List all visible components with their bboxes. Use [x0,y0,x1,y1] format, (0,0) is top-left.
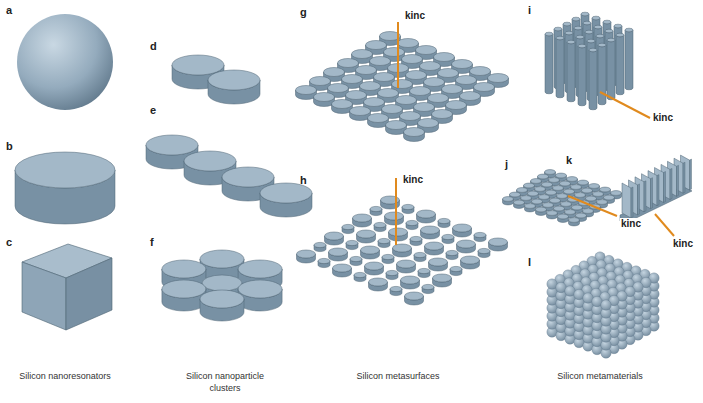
disk [589,48,597,110]
wavevector-label: kinc [620,218,642,229]
panel-letter: f [150,236,154,248]
disk [616,33,624,95]
disk [450,266,462,275]
disk [297,250,316,263]
panel-letter: a [6,4,12,16]
disk [260,183,312,217]
incident-wavevector [396,22,674,245]
disk [238,280,282,311]
panel-letter: g [300,6,307,18]
wavevector-label: kinc [652,112,674,123]
panel-letter: h [300,174,307,186]
disk [401,276,420,289]
disk [397,260,416,273]
disk [558,214,569,222]
disk [446,250,458,259]
sphere-resonator [17,14,113,110]
disk [370,206,382,215]
disk [547,211,558,219]
disk [461,256,480,269]
disk [425,242,444,255]
disk [208,70,260,104]
panel-letter: l [528,256,531,268]
wavevector-label: kinc [672,238,694,249]
disk [442,234,454,243]
disk [162,280,206,311]
column-caption: Silicon nanoparticle clusters [170,370,280,394]
disk [567,40,575,102]
disk [453,224,472,237]
disk [350,256,362,265]
column-caption: Silicon metasurfaces [343,370,453,382]
disk [421,226,440,239]
disk [418,268,430,277]
sphere-lattice [547,252,659,358]
disk [342,224,354,233]
panel-letter: b [6,140,13,152]
disk [433,274,452,287]
disk [569,218,580,226]
disk [578,44,586,106]
disk [357,230,376,243]
disk [333,264,352,277]
disk [417,210,436,223]
disk [625,28,633,90]
disk [405,292,424,305]
disk [607,38,615,100]
disk [536,207,547,215]
disk [422,284,434,293]
disk [325,232,344,245]
disk [374,222,386,231]
disk [478,248,490,257]
disk [457,240,476,253]
panel-letter: c [6,236,12,248]
disk [318,258,330,267]
disk [404,128,425,142]
disk [414,252,426,261]
disk [346,240,358,249]
disk [556,36,564,98]
column-caption: Silicon metamaterials [545,370,655,382]
panel-letter: e [150,104,156,116]
disk [393,244,412,257]
wavevector-label: kinc [402,174,424,185]
wavevector-label: kinc [404,10,426,21]
disk [385,212,404,225]
cube-resonator [22,244,112,330]
disk [15,152,115,224]
disk [314,242,326,251]
disk [389,228,408,241]
disk [382,254,394,263]
column-caption: Silicon nanoresonators [10,370,120,382]
disk [361,246,380,259]
disk [438,218,450,227]
disk [390,286,402,295]
disk [489,238,508,251]
disk [329,248,348,261]
disk [503,197,514,205]
disk [378,238,390,247]
disk [354,272,366,281]
disk [365,262,384,275]
disk [474,232,486,241]
disk [402,204,414,213]
disk [369,278,388,291]
panel-letter: k [566,154,572,166]
disk [406,220,418,229]
panel-letter: j [505,158,508,170]
panel-letter: d [150,40,157,52]
disk [429,258,448,271]
disk [386,270,398,279]
disk [545,32,553,94]
disk [200,290,244,321]
disk [525,204,536,212]
disk [353,214,372,227]
panel-letter: i [528,4,531,16]
disk [410,236,422,245]
disk [514,200,525,208]
